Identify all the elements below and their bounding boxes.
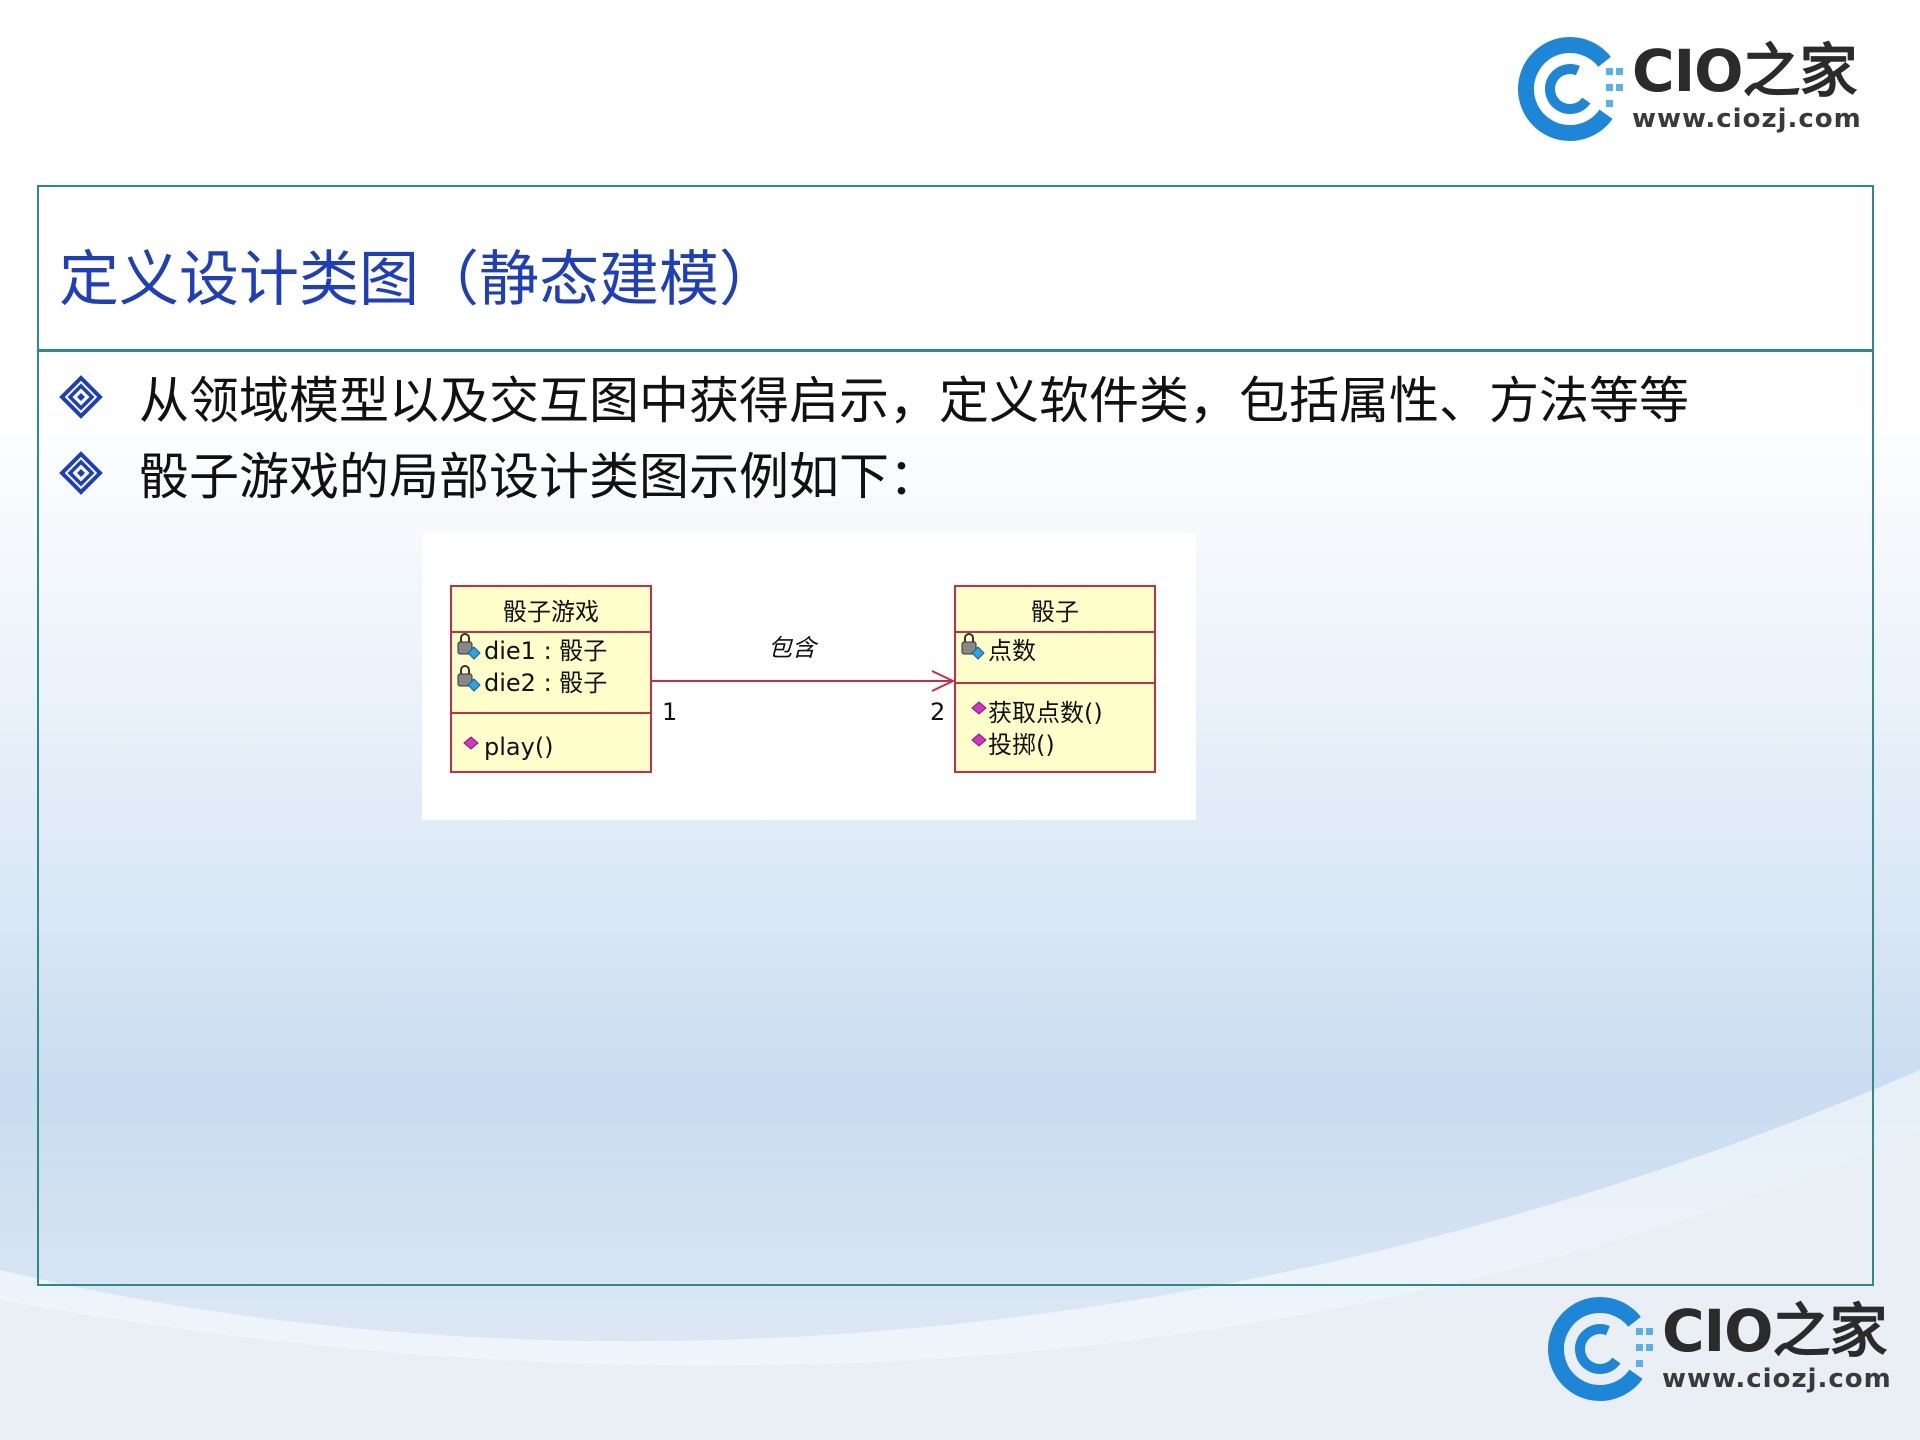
class-name: 骰子游戏 xyxy=(503,598,599,626)
logo-top: CIO之家 www.ciozj.com xyxy=(1518,34,1862,144)
bullet-text: 从领域模型以及交互图中获得启示，定义软件类，包括属性、方法等等 xyxy=(139,372,1689,430)
bullet-list: 从领域模型以及交互图中获得启示，定义软件类，包括属性、方法等等 骰子游戏的局部设… xyxy=(59,359,1689,511)
class-box-die: 骰子 点数 获取点数() 投掷() xyxy=(954,585,1156,773)
class-box-dice-game: 骰子游戏 die1 : 骰子 die2 : 骰子 play() xyxy=(450,585,652,773)
attribute-icon xyxy=(457,633,481,660)
logo-name: CIO之家 xyxy=(1662,1297,1887,1366)
diamond-bullet-icon xyxy=(59,451,103,495)
slide-title: 定义设计类图（静态建模） xyxy=(59,245,779,315)
content-frame: 定义设计类图（静态建模） 从领域模型以及交互图中获得启示，定义软件类，包括属性、… xyxy=(37,185,1874,1286)
logo-url: www.ciozj.com xyxy=(1662,1364,1892,1395)
multiplicity-right: 2 xyxy=(930,698,945,726)
class-name: 骰子 xyxy=(1031,598,1079,626)
cio-logo-icon xyxy=(1548,1297,1653,1401)
diamond-bullet-icon xyxy=(59,375,103,419)
operation-icon xyxy=(971,733,987,747)
class-operation: 投掷() xyxy=(988,731,1055,759)
operation-icon xyxy=(971,701,987,715)
bullet-item: 从领域模型以及交互图中获得启示，定义软件类，包括属性、方法等等 xyxy=(59,359,1689,435)
multiplicity-left: 1 xyxy=(662,698,677,726)
title-bar: 定义设计类图（静态建模） xyxy=(39,187,1872,352)
operation-icon xyxy=(463,736,479,750)
attribute-icon xyxy=(457,665,481,692)
class-attribute: 点数 xyxy=(988,637,1036,665)
bullet-item: 骰子游戏的局部设计类图示例如下： xyxy=(59,435,1689,511)
cio-logo-icon xyxy=(1518,37,1623,141)
association-arrow xyxy=(651,670,956,692)
class-attribute: die2 : 骰子 xyxy=(484,669,607,697)
uml-class-diagram: 骰子游戏 die1 : 骰子 die2 : 骰子 play() 骰子 xyxy=(422,533,1196,820)
logo-bottom: CIO之家 www.ciozj.com xyxy=(1548,1294,1892,1404)
association-label: 包含 xyxy=(768,634,819,662)
logo-name: CIO之家 xyxy=(1632,37,1857,106)
bullet-text: 骰子游戏的局部设计类图示例如下： xyxy=(139,448,939,506)
logo-url: www.ciozj.com xyxy=(1632,104,1862,135)
class-operation: play() xyxy=(484,733,554,761)
class-operation: 获取点数() xyxy=(988,699,1103,727)
class-attribute: die1 : 骰子 xyxy=(484,637,607,665)
attribute-icon xyxy=(961,633,985,660)
